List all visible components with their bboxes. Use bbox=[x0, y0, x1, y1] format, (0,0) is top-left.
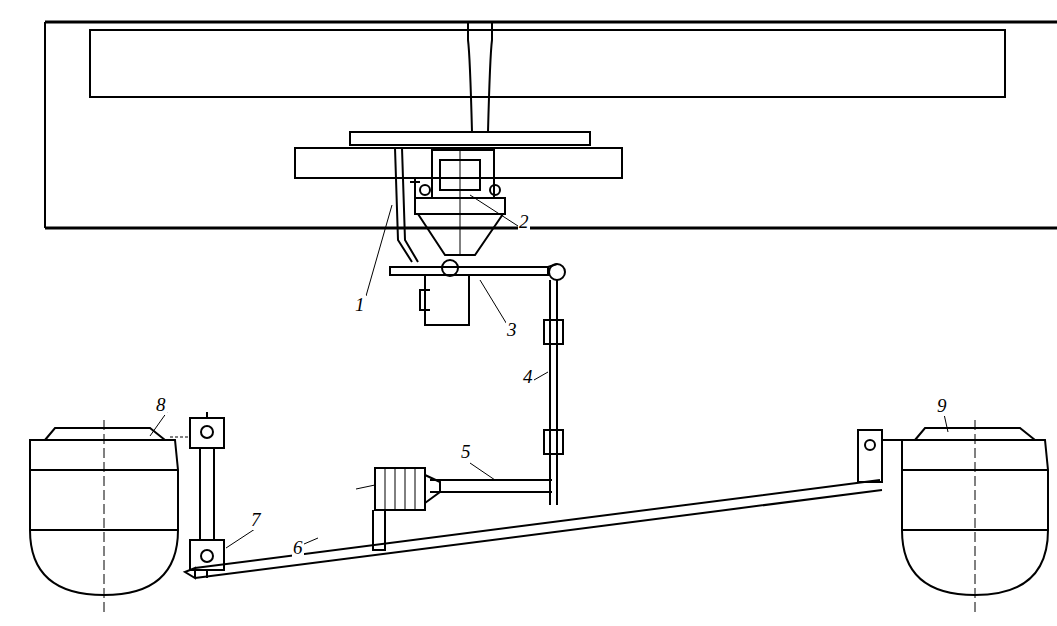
callout-number: 2 bbox=[518, 212, 530, 232]
callout-number: 3 bbox=[506, 320, 518, 340]
callout-number: 7 bbox=[250, 510, 262, 530]
callout-number: 8 bbox=[155, 395, 167, 415]
callout-number: 5 bbox=[460, 442, 472, 462]
callout-number: 9 bbox=[936, 396, 948, 416]
callout-number: 1 bbox=[354, 295, 366, 315]
callout-number: 6 bbox=[292, 538, 304, 558]
callout-number: 4 bbox=[522, 367, 534, 387]
